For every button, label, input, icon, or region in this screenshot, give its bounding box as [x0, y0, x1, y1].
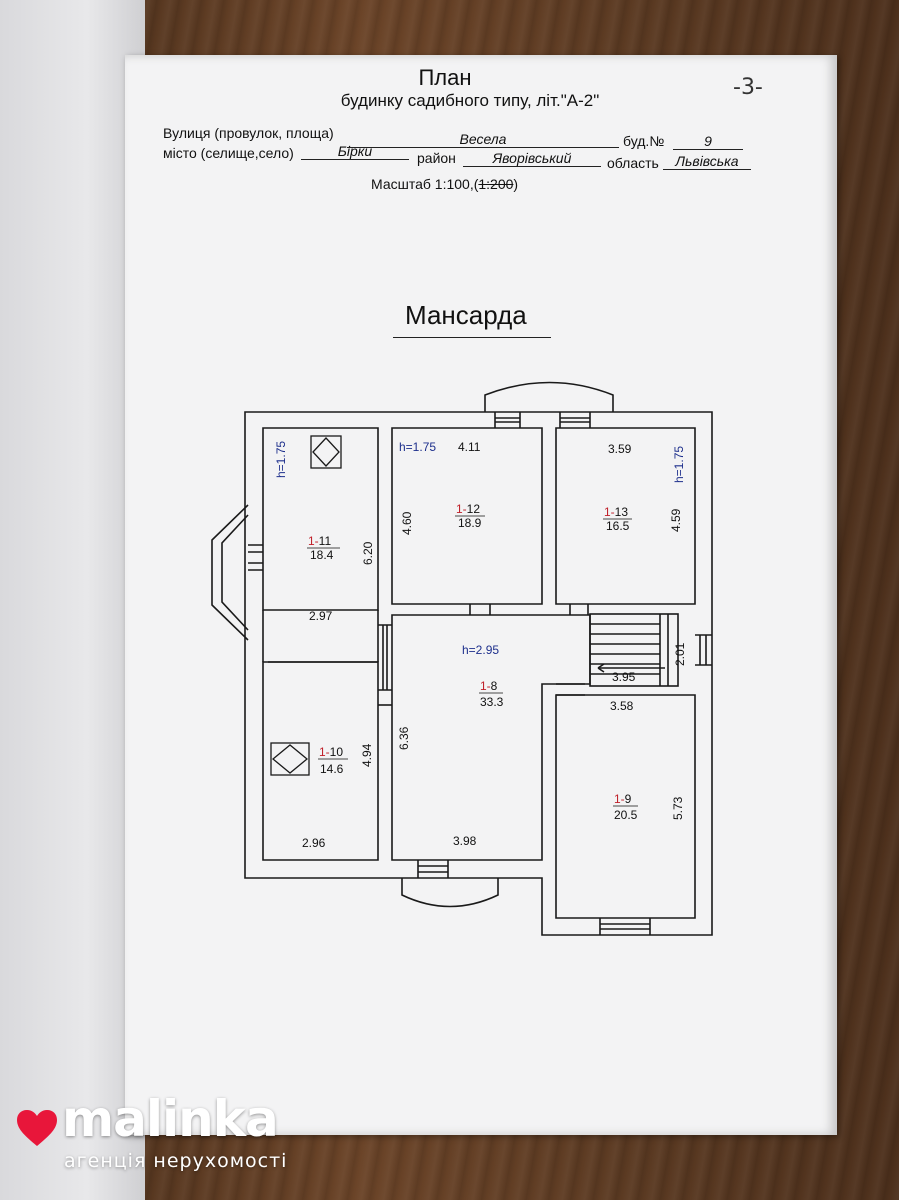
left-bay-window	[211, 504, 249, 641]
district-value: Яворівський	[463, 150, 601, 167]
skylight-11-frame	[310, 435, 342, 469]
room-labels: 1-11 18.4 1-12 18.9 1-13 16.5 1-8 33.3 1…	[307, 502, 638, 822]
dim-2-96: 2.96	[302, 836, 326, 850]
room-8-area: 33.3	[480, 695, 504, 709]
room-8-number: 1-8	[480, 679, 498, 693]
skylight-10-frame	[270, 742, 310, 776]
building-label: буд.№	[623, 133, 665, 149]
room-10-area: 14.6	[320, 762, 344, 776]
dim-3-59: 3.59	[608, 442, 632, 456]
room-12-outline	[391, 427, 543, 605]
brand-tagline: агенція нерухомості	[64, 1150, 288, 1172]
room-13-number: 1-13	[604, 505, 628, 519]
room-13-area: 16.5	[606, 519, 630, 533]
document-subtitle: будинку садибного типу, літ."А-2"	[340, 91, 600, 110]
door-12-8	[469, 604, 491, 615]
room-9-area: 20.5	[614, 808, 638, 822]
dim-4-94: 4.94	[360, 743, 374, 767]
dim-4-11: 4.11	[458, 440, 481, 454]
window-11-left	[248, 544, 263, 571]
room-10-number: 1-10	[319, 745, 343, 759]
dim-3-58: 3.58	[610, 699, 634, 713]
plan-walls	[211, 381, 713, 936]
scale-text: Масштаб 1:100,(1:200)	[371, 176, 518, 192]
skylight-10-diamond	[271, 744, 309, 774]
building-value: 9	[673, 133, 743, 150]
room-11-area: 18.4	[310, 548, 334, 562]
outer-wall	[244, 411, 713, 936]
top-bay-window	[484, 381, 614, 412]
region-label: область	[607, 155, 659, 171]
scale-close: )	[513, 176, 519, 192]
height-room-13: h=1.75	[672, 446, 686, 483]
dim-4-60: 4.60	[400, 511, 414, 535]
dimensions: 6.20 2.97 4.60 4.11 3.59 4.59 2.01 3.95 …	[302, 440, 687, 850]
street-value: Весела	[347, 131, 619, 148]
heart-icon	[17, 1110, 57, 1146]
scale-label: Масштаб 1:100,(	[371, 176, 479, 192]
dim-3-95: 3.95	[612, 670, 636, 684]
window-12-top	[494, 412, 521, 428]
skylights	[270, 435, 342, 776]
floor-heading: Мансарда	[405, 300, 527, 330]
dim-4-59: 4.59	[669, 508, 683, 532]
door-9-8	[556, 683, 585, 696]
left-page-edge	[0, 0, 145, 1200]
dim-2-01: 2.01	[673, 642, 687, 666]
room-9-outline	[555, 694, 696, 919]
dim-5-73: 5.73	[671, 796, 685, 820]
street-label: Вулиця (провулок, площа)	[163, 125, 334, 141]
height-labels: h=1.75 h=1.75 h=1.75 h=2.95	[274, 440, 686, 657]
stair-arrow-head	[597, 663, 605, 673]
window-8-bottom	[417, 860, 449, 878]
city-value: Бірки	[301, 143, 409, 160]
floor-heading-underline	[393, 337, 551, 338]
city-label: місто (селище,село)	[163, 145, 294, 161]
document-title: План	[418, 65, 472, 90]
dim-3-98: 3.98	[453, 834, 477, 848]
staircase	[589, 613, 679, 687]
skylight-11-diamond	[312, 437, 340, 467]
room-13-outline	[555, 427, 696, 605]
room-12-number: 1-12	[456, 502, 480, 516]
dim-6-20: 6.20	[361, 541, 375, 565]
corridor-lines	[262, 610, 379, 662]
region-value: Львівська	[663, 153, 751, 170]
bottom-bay-window	[401, 878, 499, 908]
window-stair-right	[695, 634, 712, 666]
brand-logo: malinka	[62, 1090, 279, 1148]
page-number: -3-	[733, 75, 763, 100]
dim-6-36: 6.36	[397, 726, 411, 750]
height-room-12: h=1.75	[399, 440, 436, 454]
left-bay-window-inner	[221, 514, 249, 631]
document-sheet: -3- План будинку садибного типу, літ."А-…	[125, 55, 837, 1135]
stair-treads	[590, 614, 669, 686]
door-13-8	[569, 604, 589, 615]
district-label: район	[417, 150, 456, 166]
room-11-number: 1-11	[308, 534, 331, 548]
room-12-area: 18.9	[458, 516, 482, 530]
scale-struck-value: 1:200	[478, 176, 514, 192]
window-9-bottom	[599, 918, 651, 935]
dim-2-97: 2.97	[309, 609, 333, 623]
door-11-8	[378, 624, 392, 691]
height-room-8: h=2.95	[462, 643, 499, 657]
height-room-11: h=1.75	[274, 441, 288, 478]
window-13-top	[559, 412, 591, 428]
room-9-number: 1-9	[614, 792, 632, 806]
